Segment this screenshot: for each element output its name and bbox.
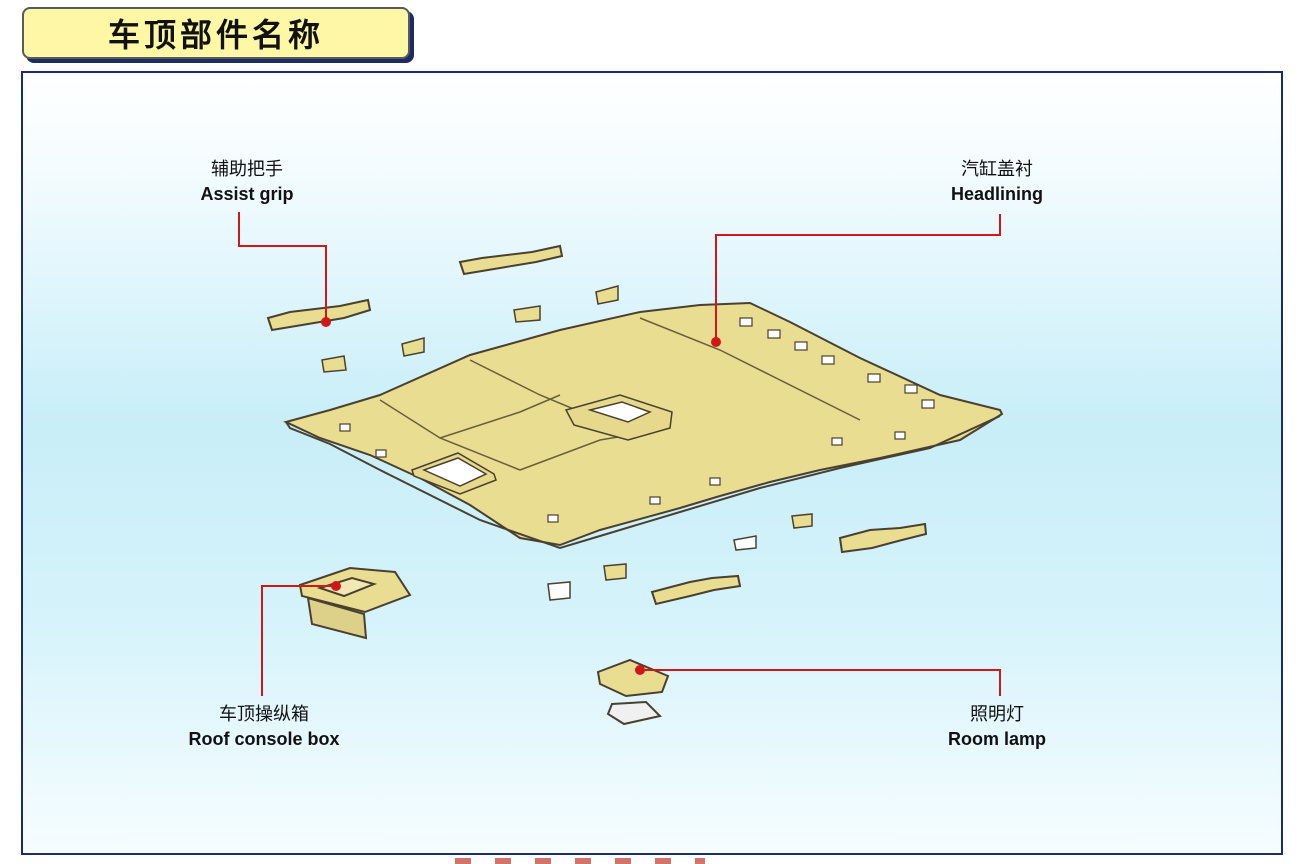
headlining-openings xyxy=(411,394,673,495)
assist-grip-label: 辅助把手 Assist grip xyxy=(172,158,322,206)
headlining-cn: 汽缸盖衬 xyxy=(961,159,1033,180)
bottom-decoration xyxy=(455,858,705,864)
roof-console-en: Roof console box xyxy=(188,729,340,749)
roof-console-label: 车顶操纵箱 Roof console box xyxy=(158,703,370,751)
headlining-en: Headlining xyxy=(950,184,1043,204)
page-title: 车顶部件名称 xyxy=(107,16,324,54)
roof-console-box-part xyxy=(298,566,412,640)
room-lamp-en: Room lamp xyxy=(947,729,1046,749)
assist-grip-en: Assist grip xyxy=(200,184,294,204)
leader-lines xyxy=(238,212,1001,696)
room-lamp-cn: 照明灯 xyxy=(970,704,1024,725)
assist-grip-cn: 辅助把手 xyxy=(211,159,283,180)
headlining-label: 汽缸盖衬 Headlining xyxy=(922,158,1072,206)
roof-console-cn: 车顶操纵箱 xyxy=(219,704,309,725)
room-lamp-label: 照明灯 Room lamp xyxy=(922,703,1072,751)
loose-clips xyxy=(321,285,813,601)
assist-grip-parts xyxy=(266,244,928,606)
title-box: 车顶部件名称 xyxy=(22,7,410,59)
room-lamp-part xyxy=(596,658,670,726)
panel-clips xyxy=(339,317,935,523)
leader-dots xyxy=(321,317,721,675)
